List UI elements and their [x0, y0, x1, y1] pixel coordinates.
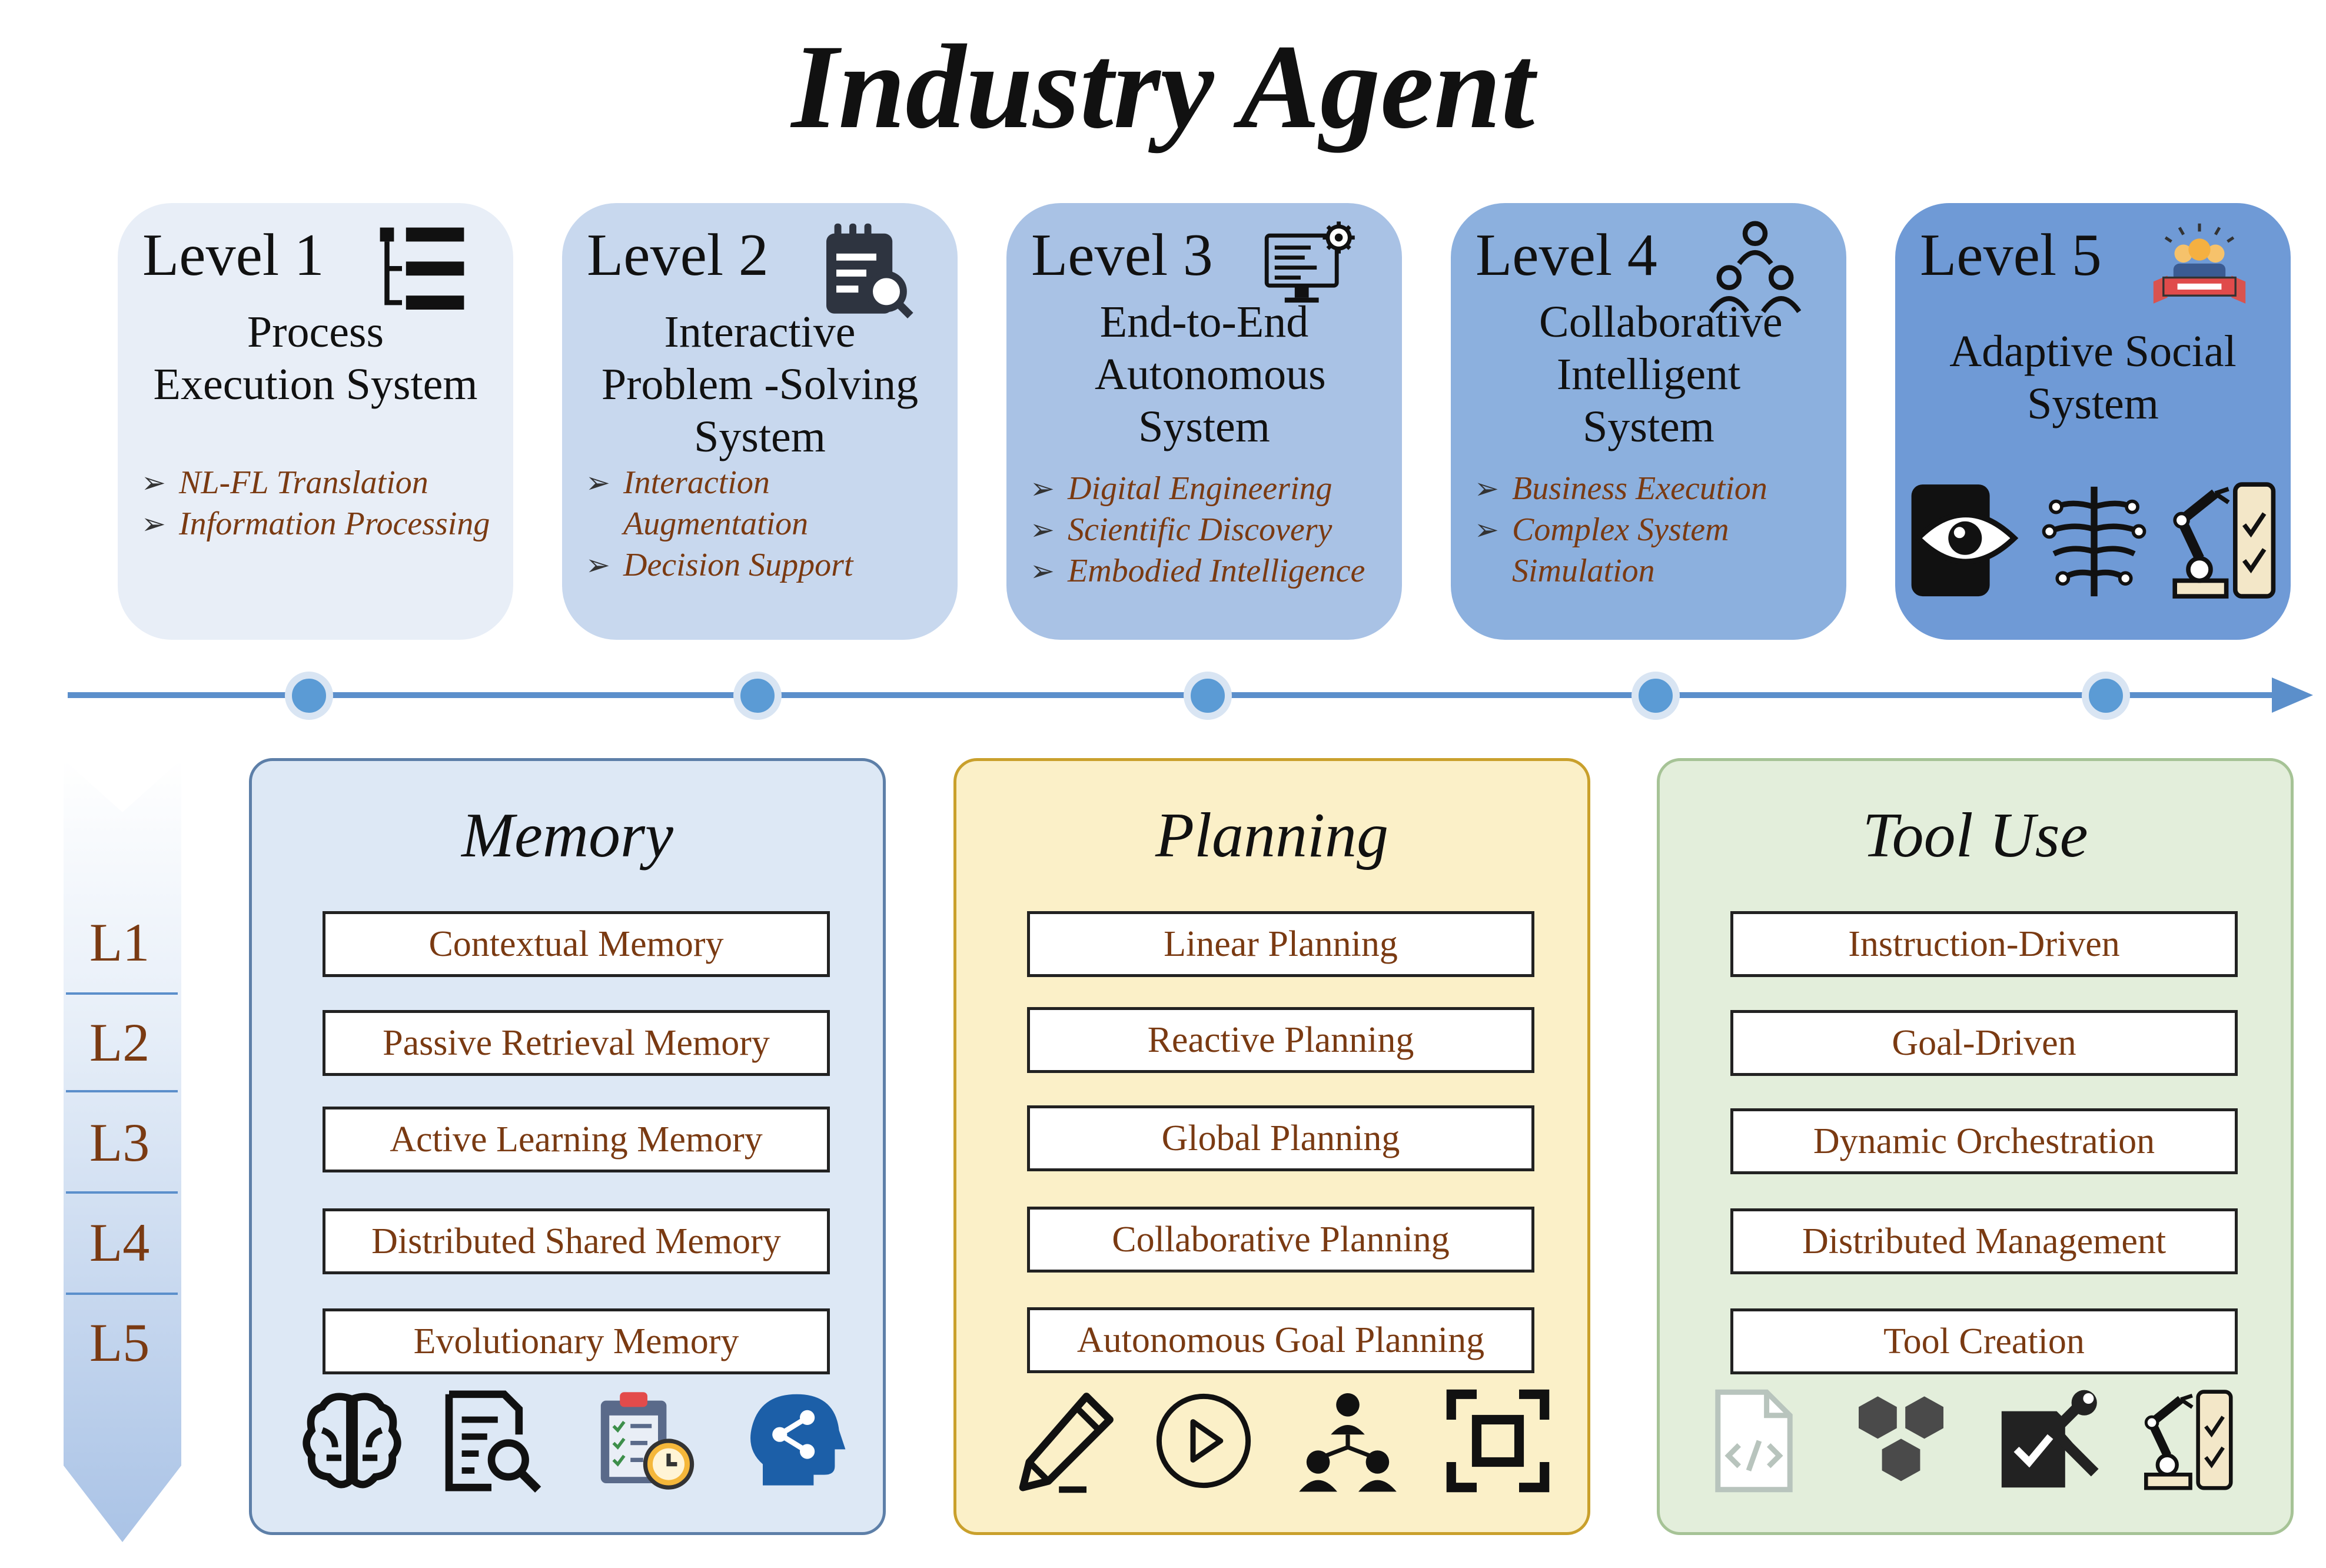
level-name: Collaborative Intelligent System — [1539, 297, 1783, 451]
eye-device-icon — [1911, 484, 2019, 597]
strip-divider — [66, 992, 178, 995]
level-bullet: Digital Engineering — [1030, 468, 1390, 509]
page-title: Industry Agent — [791, 20, 1535, 154]
timeline-dot — [1184, 672, 1232, 720]
level-bullet: Embodied Intelligence — [1030, 550, 1390, 592]
planning-item: Autonomous Goal Planning — [1027, 1307, 1534, 1373]
tool-use-item: Goal-Driven — [1730, 1010, 2238, 1076]
clipboard-clock-icon — [600, 1392, 695, 1490]
level-bullet: Scientific Discovery — [1030, 509, 1390, 550]
level-bullet: Business Execution — [1474, 468, 1835, 509]
robot-arm-icon — [2144, 1390, 2233, 1490]
computer-gear-icon — [1264, 221, 1355, 303]
team-hierarchy-icon — [1709, 221, 1802, 313]
level-5-card: Level 5 Adaptive Social System — [1895, 203, 2291, 640]
document-search-icon — [826, 223, 913, 319]
planning-item: Reactive Planning — [1027, 1007, 1534, 1073]
level-name: Adaptive Social System — [1949, 327, 2237, 428]
strip-divider — [66, 1191, 178, 1194]
strip-level-label: L3 — [89, 1112, 150, 1172]
level-label: Level 3 — [1031, 222, 1213, 288]
planning-item: Collaborative Planning — [1027, 1207, 1534, 1273]
focus-frame-icon — [1446, 1389, 1550, 1493]
panel-title: Tool Use — [1862, 800, 2088, 871]
tool-use-item: Dynamic Orchestration — [1730, 1108, 2238, 1174]
pencil-icon — [1019, 1393, 1114, 1493]
panel-title: Memory — [461, 800, 673, 871]
timeline-dot — [1631, 672, 1680, 720]
strip-divider — [66, 1293, 178, 1295]
strip-divider — [66, 1090, 178, 1092]
level-bullet: Decision Support — [586, 544, 946, 586]
level-label: Level 4 — [1476, 222, 1657, 288]
robot-arm-icon — [2172, 482, 2276, 599]
level-3-card: Level 3 End-to-End Autonomous System Dig… — [1006, 203, 1402, 640]
level-1-card: Level 1 Process Execution System NL-FL T… — [118, 203, 513, 640]
memory-item: Active Learning Memory — [323, 1107, 830, 1172]
level-name: End-to-End Autonomous System — [1095, 297, 1326, 451]
level-name: Interactive Problem -Solving System — [601, 307, 919, 461]
level-bullet: NL-FL Translation — [141, 462, 501, 503]
memory-item: Distributed Shared Memory — [323, 1208, 830, 1274]
tool-check-icon — [2001, 1390, 2099, 1488]
neural-tree-icon — [2042, 486, 2146, 597]
hexagon-cluster-icon — [1859, 1396, 1943, 1481]
code-file-icon — [1715, 1389, 1793, 1493]
process-list-icon — [380, 227, 464, 310]
level-label: Level 1 — [142, 222, 324, 288]
timeline-dot — [285, 672, 333, 720]
panel-title: Planning — [1155, 800, 1388, 871]
level-4-card: Level 4 Collaborative Intelligent System… — [1451, 203, 1846, 640]
timeline-arrowhead — [2272, 677, 2313, 713]
head-network-icon — [750, 1394, 846, 1486]
people-network-icon — [1299, 1393, 1397, 1492]
tool-use-item: Tool Creation — [1730, 1308, 2238, 1374]
play-circle-icon — [1156, 1393, 1251, 1489]
level-bullet: Interaction Augmentation — [586, 462, 946, 544]
level-name: Process Execution System — [153, 307, 478, 409]
memory-item: Evolutionary Memory — [323, 1308, 830, 1374]
level-bullet: Complex System Simulation — [1474, 509, 1835, 592]
timeline-axis — [68, 692, 2281, 698]
timeline-dot — [733, 672, 782, 720]
level-bullet: Information Processing — [141, 503, 501, 544]
planning-panel: Planning Linear Planning Reactive Planni… — [953, 758, 1590, 1535]
timeline-dot — [2082, 672, 2130, 720]
strip-level-label: L2 — [89, 1012, 150, 1072]
memory-item: Passive Retrieval Memory — [323, 1010, 830, 1076]
planning-item: Linear Planning — [1027, 911, 1534, 977]
tool-use-item: Distributed Management — [1730, 1208, 2238, 1274]
strip-level-label: L1 — [89, 912, 150, 972]
level-label: Level 2 — [587, 222, 769, 288]
tool-use-item: Instruction-Driven — [1730, 911, 2238, 977]
document-search-icon — [445, 1390, 541, 1493]
strip-level-label: L5 — [89, 1313, 150, 1373]
level-2-card: Level 2 Interactive Problem -Solving Sys… — [562, 203, 958, 640]
level-strip-arrow — [64, 759, 181, 1542]
brain-icon — [303, 1393, 401, 1489]
level-label: Level 5 — [1920, 222, 2102, 288]
social-group-banner-icon — [2153, 223, 2246, 304]
memory-item: Contextual Memory — [323, 911, 830, 977]
strip-level-label: L4 — [89, 1212, 150, 1273]
planning-item: Global Planning — [1027, 1105, 1534, 1171]
